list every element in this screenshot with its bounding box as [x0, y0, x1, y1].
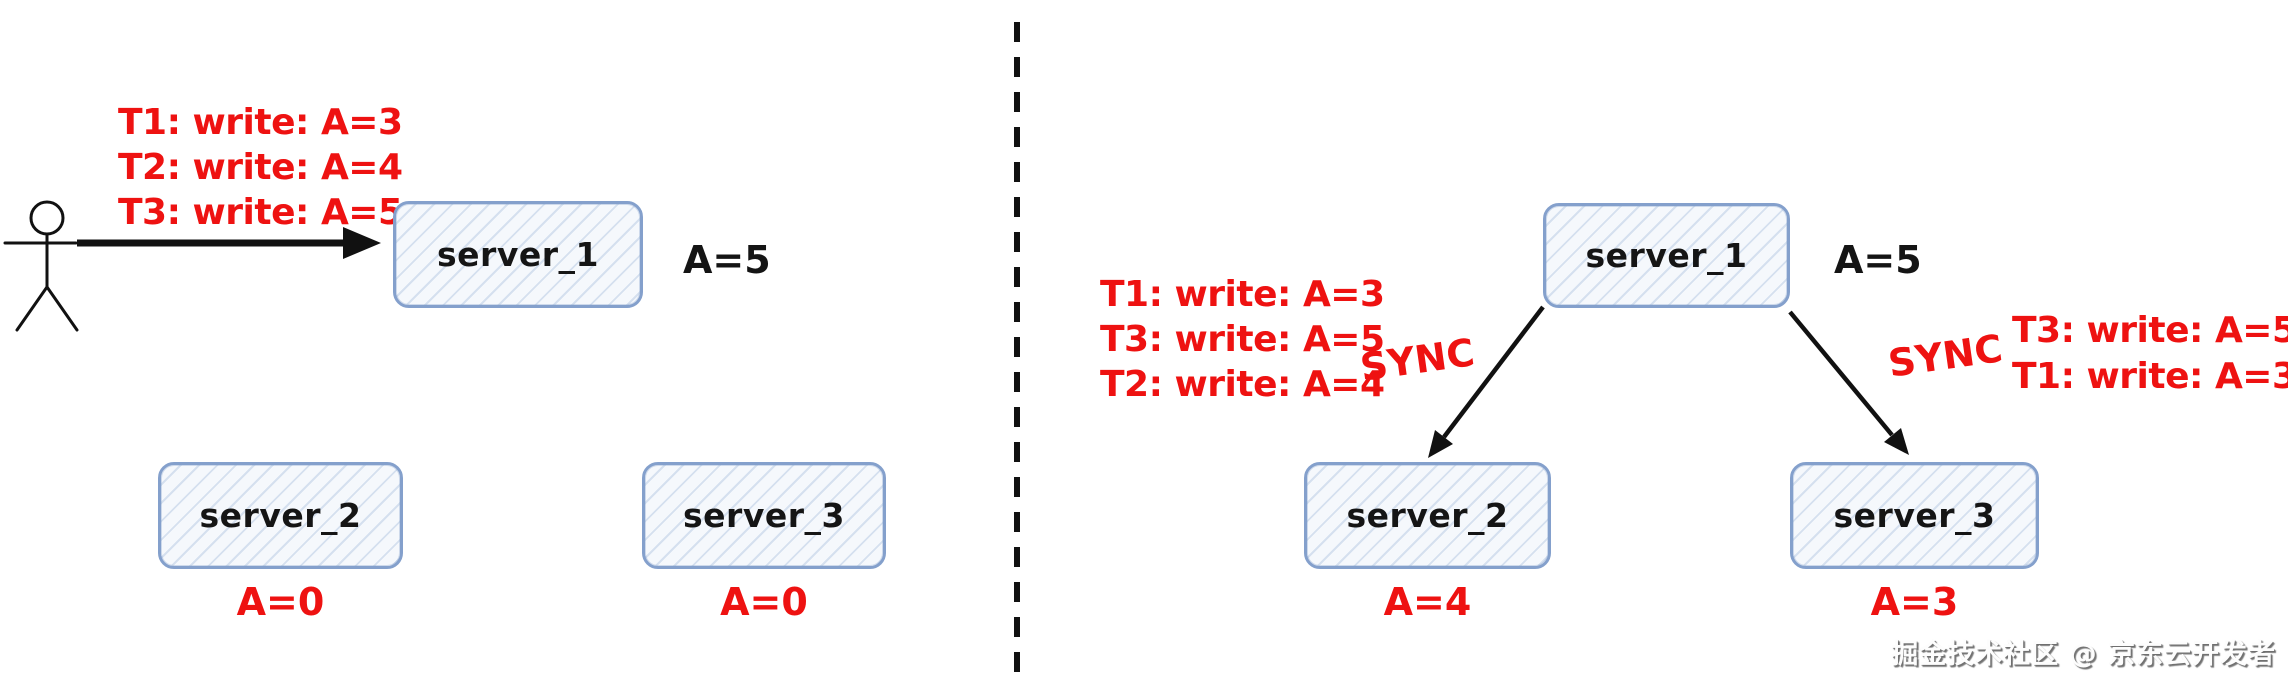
- left-server2-label: server_2: [199, 496, 362, 535]
- right-incoming-op-t3: T3: write: A=5: [1100, 319, 1385, 360]
- left-write-op-t3: T3: write: A=5: [118, 192, 403, 233]
- left-server3-box: server_3: [642, 462, 886, 569]
- user-figure-icon: [3, 200, 79, 332]
- watermark-text: 掘金技术社区 @ 京东云开发者: [1891, 639, 2276, 670]
- left-server2-box: server_2: [158, 462, 403, 569]
- right-synced-op-t3: T3: write: A=5: [2012, 310, 2288, 351]
- write-arrow: [77, 227, 381, 259]
- right-incoming-op-t2: T2: write: A=4: [1100, 364, 1385, 405]
- left-write-op-t2: T2: write: A=4: [118, 147, 403, 188]
- left-server3-value: A=0: [720, 580, 808, 624]
- left-server1-label: server_1: [437, 235, 599, 274]
- right-server2-box: server_2: [1304, 462, 1551, 569]
- right-incoming-op-t1: T1: write: A=3: [1100, 274, 1385, 315]
- right-server1-box: server_1: [1543, 203, 1790, 308]
- right-server3-value: A=3: [1870, 580, 1959, 624]
- left-server3-label: server_3: [683, 496, 845, 535]
- right-server3-box: server_3: [1790, 462, 2039, 569]
- sync-arrow-to-server2: [1428, 305, 1545, 458]
- right-server1-label: server_1: [1585, 236, 1748, 275]
- user-leg-right: [45, 285, 79, 332]
- right-synced-ops-list: T3: write: A=5 T1: write: A=3: [2012, 308, 2288, 400]
- user-head: [29, 200, 65, 236]
- left-server1-box: server_1: [393, 201, 643, 308]
- right-server1-value: A=5: [1834, 238, 1922, 282]
- right-incoming-ops-list: T1: write: A=3 T3: write: A=5 T2: write:…: [1100, 272, 1385, 407]
- right-synced-op-t1: T1: write: A=3: [2012, 356, 2288, 397]
- left-server2-value: A=0: [236, 580, 325, 624]
- right-server2-label: server_2: [1346, 496, 1509, 535]
- right-server3-label: server_3: [1833, 496, 1996, 535]
- left-write-op-t1: T1: write: A=3: [118, 102, 403, 143]
- right-server2-value: A=4: [1383, 580, 1472, 624]
- sync-arrow-to-server3: [1788, 310, 1909, 455]
- left-write-ops-list: T1: write: A=3 T2: write: A=4 T3: write:…: [118, 100, 403, 235]
- user-leg-left: [15, 285, 49, 332]
- left-server1-value: A=5: [683, 238, 771, 282]
